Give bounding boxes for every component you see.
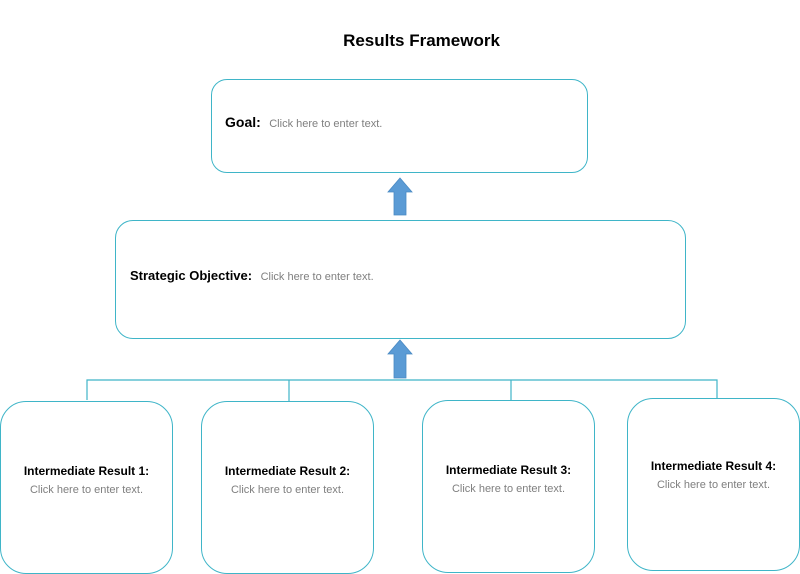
ir-connector-line	[86, 379, 718, 400]
intermediate-result-text-field[interactable]: Click here to enter text.	[230, 484, 345, 496]
intermediate-result-content: Intermediate Result 3: Click here to ent…	[423, 463, 594, 495]
intermediate-result-label: Intermediate Result 1:	[23, 464, 150, 478]
intermediate-result-box-3: Intermediate Result 3: Click here to ent…	[422, 400, 595, 573]
intermediate-result-text-field[interactable]: Click here to enter text.	[29, 484, 144, 496]
goal-row: Goal: Click here to enter text.	[225, 114, 382, 132]
intermediate-result-content: Intermediate Result 1: Click here to ent…	[1, 464, 172, 496]
goal-text-field[interactable]: Click here to enter text.	[269, 118, 383, 130]
page-title: Results Framework	[343, 31, 500, 50]
goal-label: Goal:	[225, 114, 261, 130]
up-arrow-icon	[387, 177, 413, 216]
intermediate-result-label: Intermediate Result 2:	[224, 464, 351, 478]
strategic-objective-box: Strategic Objective: Click here to enter…	[115, 220, 686, 339]
intermediate-result-label: Intermediate Result 3:	[445, 463, 572, 477]
intermediate-result-label: Intermediate Result 4:	[650, 459, 777, 473]
up-arrow-icon	[387, 339, 413, 379]
intermediate-result-box-2: Intermediate Result 2: Click here to ent…	[201, 401, 374, 574]
intermediate-result-text-field[interactable]: Click here to enter text.	[451, 483, 566, 495]
intermediate-result-content: Intermediate Result 2: Click here to ent…	[202, 464, 373, 496]
goal-box: Goal: Click here to enter text.	[211, 79, 588, 173]
strategic-objective-text-field[interactable]: Click here to enter text.	[260, 271, 374, 283]
intermediate-result-box-4: Intermediate Result 4: Click here to ent…	[627, 398, 800, 571]
strategic-objective-label: Strategic Objective:	[130, 268, 253, 283]
intermediate-result-content: Intermediate Result 4: Click here to ent…	[628, 459, 799, 491]
intermediate-result-box-1: Intermediate Result 1: Click here to ent…	[0, 401, 173, 574]
strategic-objective-row: Strategic Objective: Click here to enter…	[130, 267, 374, 285]
intermediate-result-text-field[interactable]: Click here to enter text.	[656, 479, 771, 491]
